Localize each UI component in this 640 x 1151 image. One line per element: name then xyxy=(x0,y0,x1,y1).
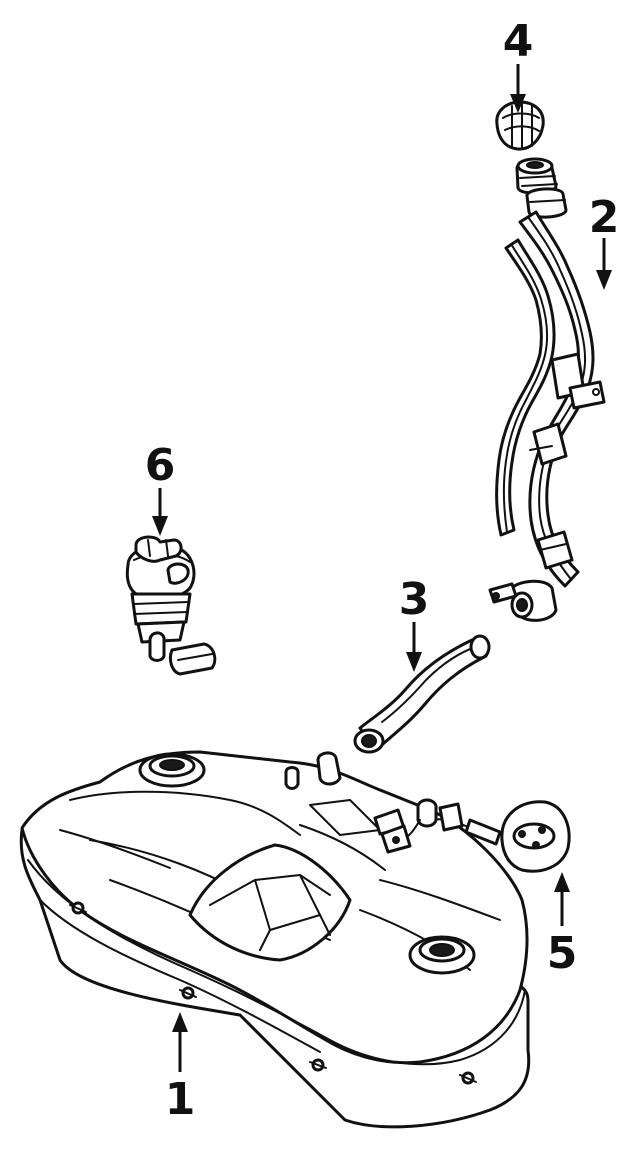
callout-3: 3 xyxy=(399,574,430,625)
callout-2: 2 xyxy=(589,192,620,243)
callout-6: 6 xyxy=(145,440,176,491)
part-6-fuel-pump xyxy=(125,535,217,676)
part-2-filler-neck xyxy=(488,157,606,622)
callout-1: 1 xyxy=(165,1074,196,1125)
part-4-filler-cap xyxy=(495,100,545,151)
part-5-sending-unit xyxy=(380,798,571,873)
callout-leaders xyxy=(152,64,612,1072)
callout-4: 4 xyxy=(503,16,534,67)
part-3-hose xyxy=(353,634,491,754)
callout-5: 5 xyxy=(547,928,578,979)
